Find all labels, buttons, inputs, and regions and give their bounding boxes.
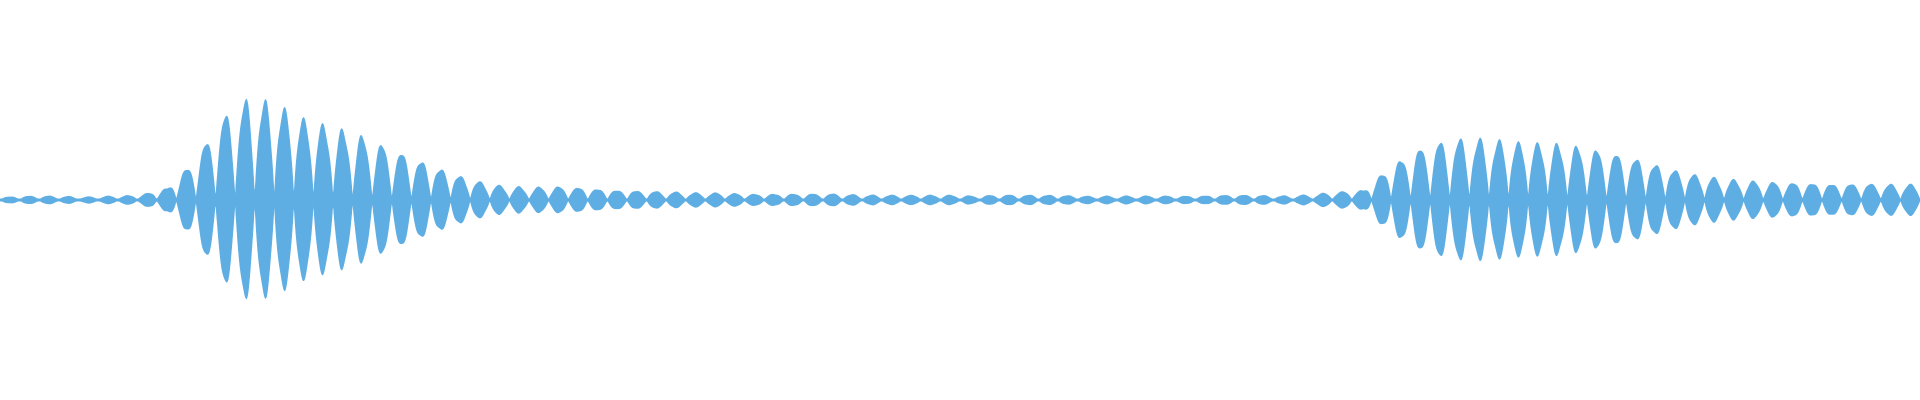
waveform-path [0,98,1920,300]
